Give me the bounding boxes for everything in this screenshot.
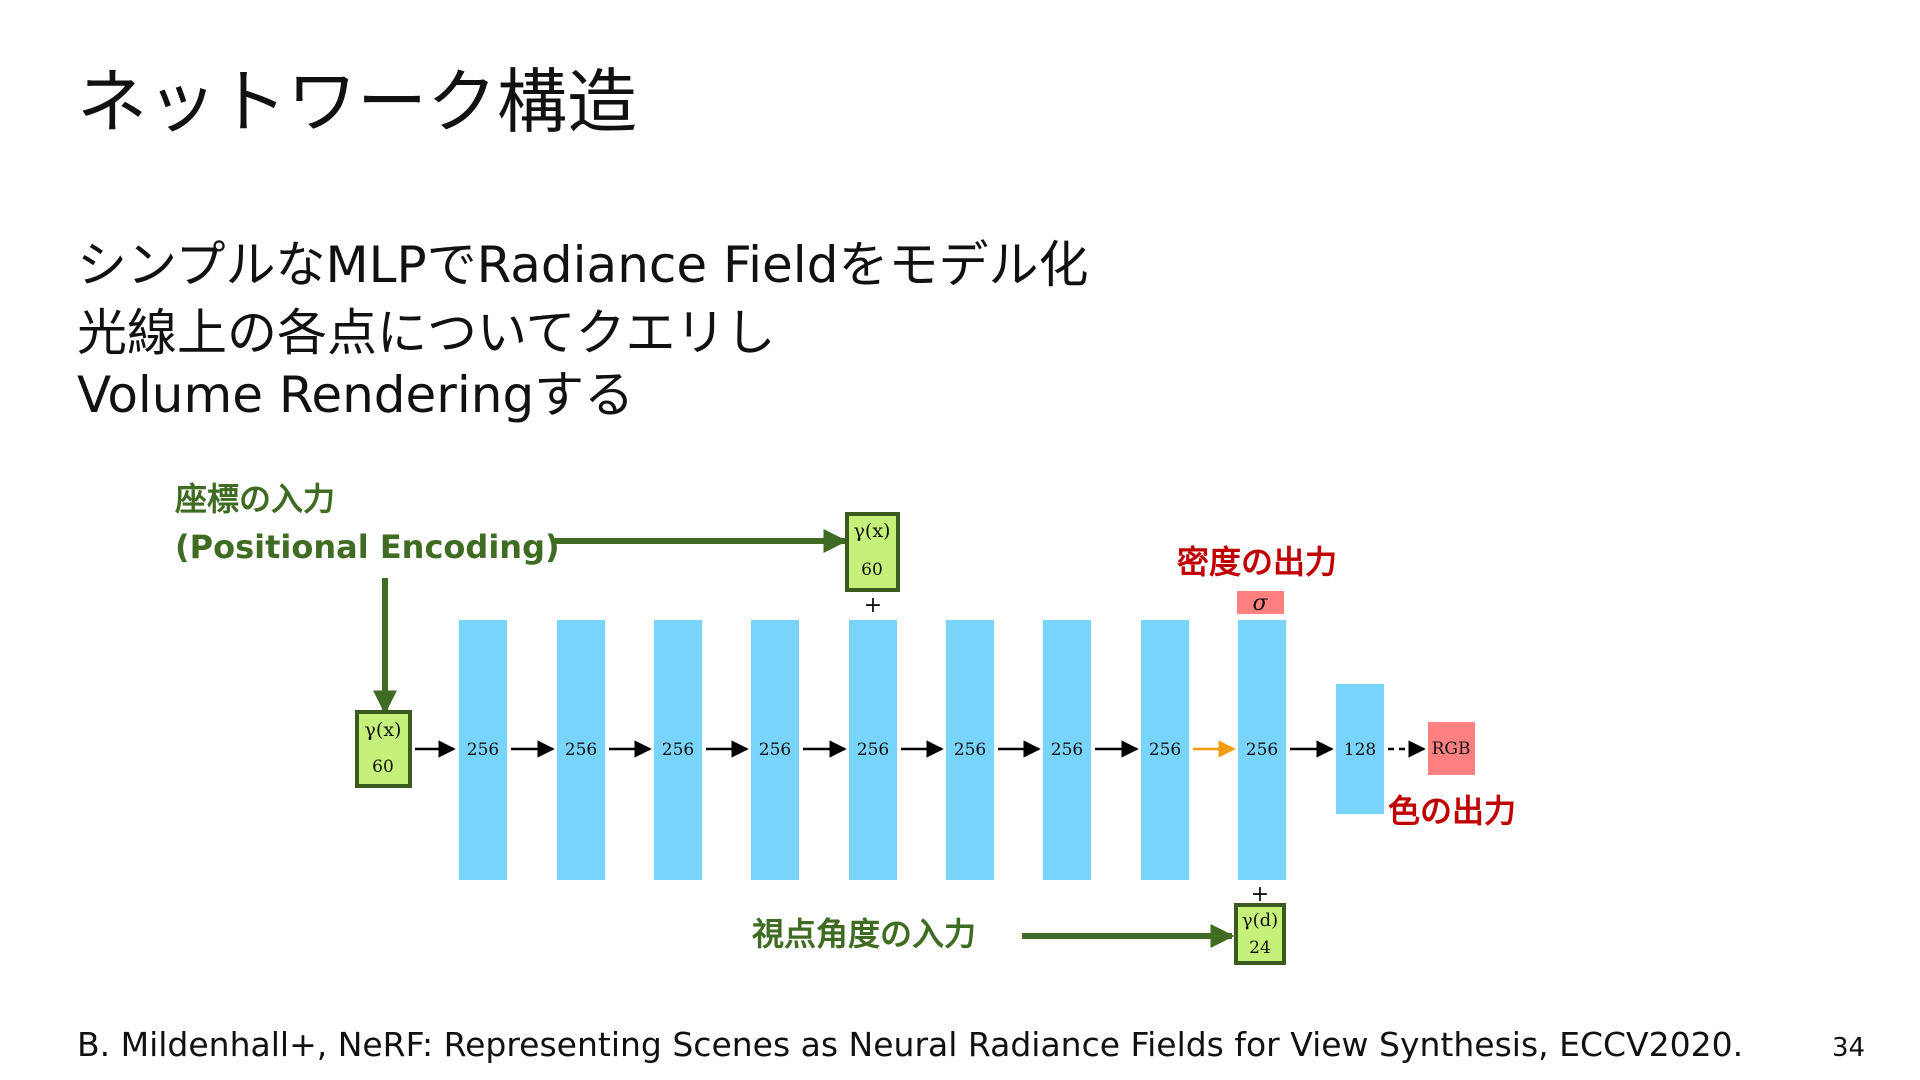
color-output-label: 色の出力 [1388, 792, 1516, 830]
layer-2 [557, 620, 605, 880]
layer-5 [849, 620, 897, 880]
bullet-line-3: Volume Renderingする [77, 366, 635, 424]
layers-group: 256 256 256 256 256 256 256 256 256 128 [459, 620, 1384, 880]
positional-encoding-label: (Positional Encoding) [175, 528, 560, 566]
page-number: 34 [1832, 1033, 1866, 1063]
gamma-x-input-label: γ(x) [365, 719, 402, 741]
layer-7-width: 256 [1051, 740, 1083, 760]
view-plus-sign: + [1251, 882, 1269, 907]
gamma-x-input-box: γ(x) 60 [355, 710, 412, 788]
density-output-label: 密度の出力 [1177, 543, 1337, 581]
coord-input-label: 座標の入力 [175, 480, 335, 518]
layer-6-width: 256 [954, 740, 986, 760]
bullet-line-2: 光線上の各点についてクエリし [77, 304, 776, 362]
gamma-d-box: γ(d) 24 [1234, 903, 1286, 965]
layer-6 [946, 620, 994, 880]
layer-10 [1336, 684, 1384, 814]
bullet-line-1: シンプルなMLPでRadiance Fieldをモデル化 [77, 236, 1089, 294]
slide-title: ネットワーク構造 [77, 61, 637, 143]
layer-10-width: 128 [1344, 740, 1376, 760]
layer-7 [1043, 620, 1091, 880]
sigma-output-box [1237, 591, 1284, 614]
rgb-output-label: RGB [1432, 739, 1471, 759]
gamma-d-label: γ(d) [1242, 910, 1278, 931]
gamma-d-value: 24 [1249, 938, 1271, 958]
gamma-x-skip-box: γ(x) 60 [845, 512, 900, 592]
gamma-x-skip-value: 60 [861, 560, 883, 580]
layer-8-width: 256 [1149, 740, 1181, 760]
layer-8 [1141, 620, 1189, 880]
layer-3 [654, 620, 702, 880]
rgb-output-box [1428, 722, 1475, 775]
layer-2-width: 256 [565, 740, 597, 760]
layer-1 [459, 620, 507, 880]
gamma-x-input-value: 60 [372, 757, 394, 777]
layer-1-width: 256 [467, 740, 499, 760]
layer-9 [1238, 620, 1286, 880]
gamma-x-skip-label: γ(x) [854, 520, 891, 542]
bullet-list: シンプルなMLPでRadiance Fieldをモデル化 光線上の各点についてク… [77, 228, 1088, 426]
layer-3-width: 256 [662, 740, 694, 760]
layer-4 [751, 620, 799, 880]
view-input-label: 視点角度の入力 [752, 915, 976, 953]
citation: B. Mildenhall+, NeRF: Representing Scene… [77, 1025, 1744, 1064]
sigma-symbol: σ [1252, 591, 1268, 616]
skip-plus-sign: + [864, 593, 882, 618]
layer-5-width: 256 [857, 740, 889, 760]
layer-9-width: 256 [1246, 740, 1278, 760]
layer-4-width: 256 [759, 740, 791, 760]
